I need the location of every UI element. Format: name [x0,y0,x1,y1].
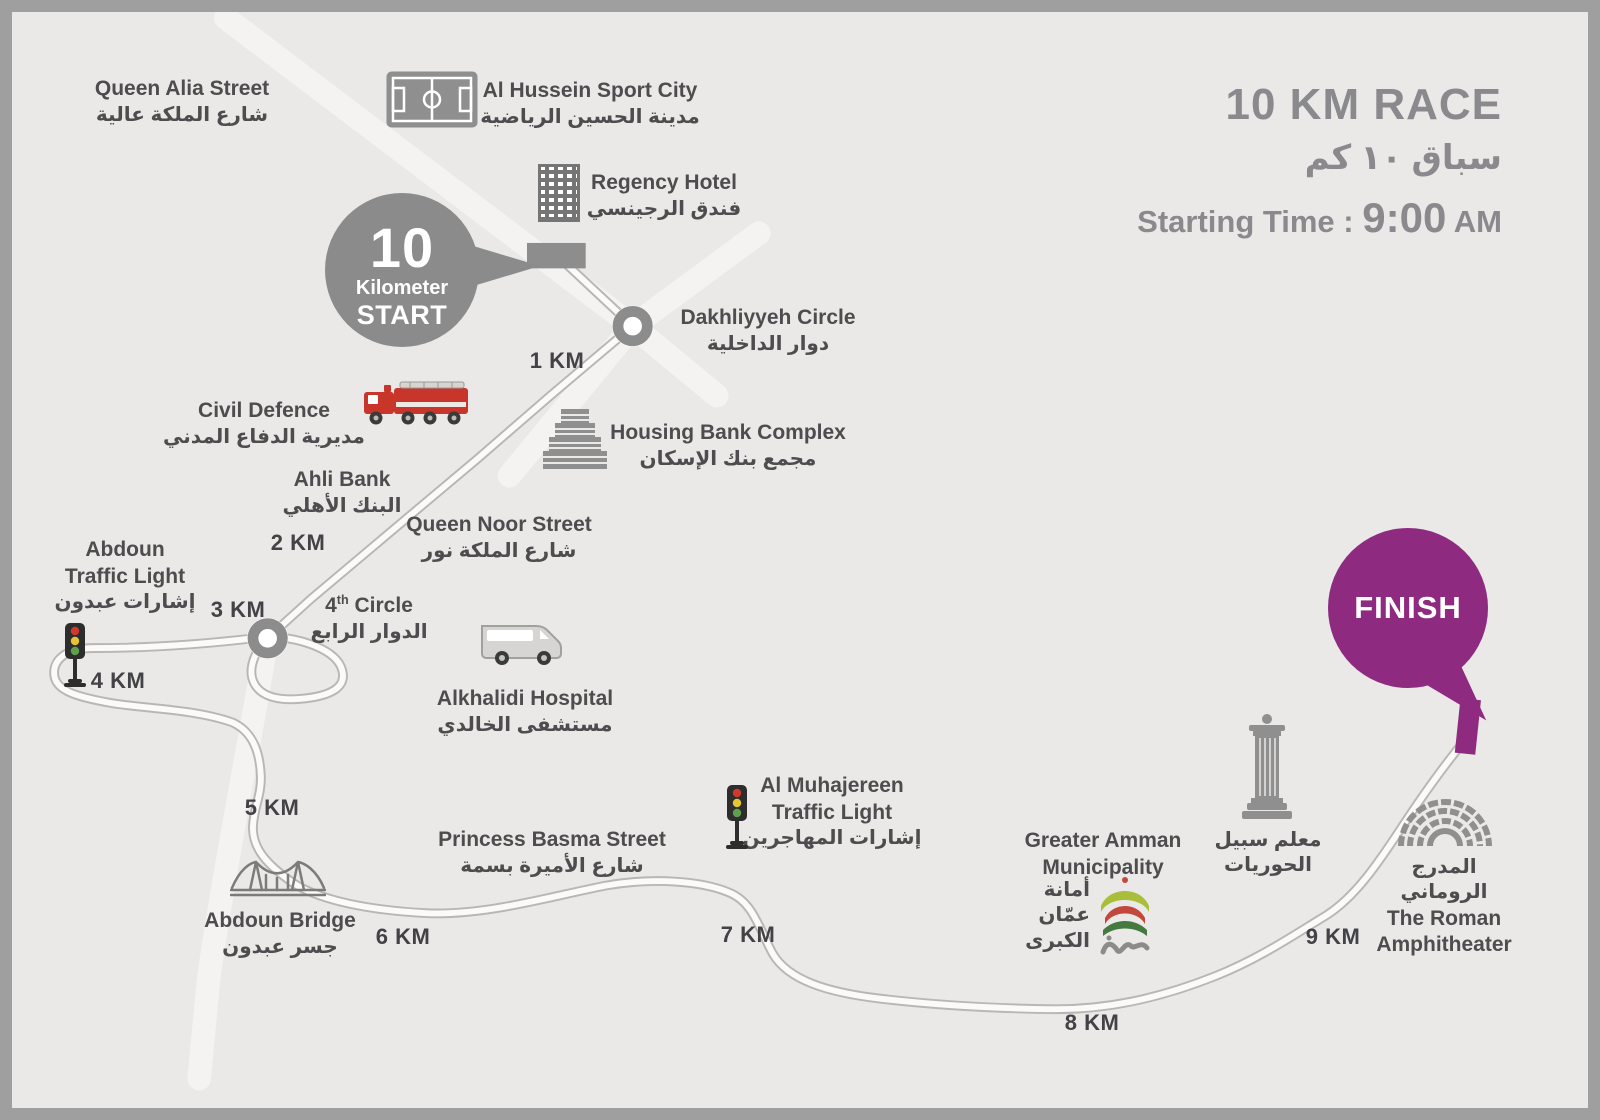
landmark-regency-hotel: Regency Hotel فندق الرجينسي [587,170,741,222]
start-unit: Kilometer [355,277,449,299]
label-ar: شارع الأميرة بسمة [460,854,644,877]
label-ar: إشارات المهاجرين [742,827,922,850]
race-title-block: 10 KM RACE سباق ١٠ كم Starting Time : 9:… [1137,80,1502,242]
traffic-light-icon [726,785,748,849]
start-label: START [356,300,448,330]
hotel-icon [538,164,580,222]
label-en: Ahli Bank [293,468,391,491]
landmark-alkhalidi-hospital: Alkhalidi Hospital مستشفى الخالدي [437,686,613,738]
finish-line-strip [1454,698,1481,755]
label-en: Queen Alia Street [94,77,270,100]
label-ar: الحوريات [1224,854,1312,877]
starting-time-suffix: AM [1453,204,1502,239]
label-ar: البنك الأهلي [282,494,402,517]
soccer-field-icon [386,71,478,128]
label-en: Traffic Light [771,800,893,824]
start-distance: 10 [369,216,435,279]
landmark-roman-amphitheater: المدرج الروماني The Roman Amphitheater [1376,855,1511,959]
landmark-fourth-circle: 4th Circle الدوار الرابع [310,593,427,645]
starting-time-label: Starting Time : [1137,204,1354,239]
label-ar: عمّان [1038,904,1090,927]
start-marker: 10 Kilometer START [325,193,479,347]
landmark-housing-bank: Housing Bank Complex مجمع بنك الإسكان [610,420,846,472]
housing-bank-building-icon [543,409,607,469]
label-ar: الدوار الرابع [310,620,428,643]
hospital-van-icon [481,625,562,665]
label-ar: الكبرى [1025,929,1090,952]
label-en: 4th Circle [325,593,413,617]
amphitheater-icon [1398,799,1492,847]
km-marker-4: 4 KM [90,668,146,693]
label-ar: فندق الرجينسي [586,197,742,220]
landmark-municipality: Greater Amman Municipality [1025,828,1182,881]
label-ar: مديرية الدفاع المدني [163,425,365,448]
label-en: Greater Amman [1024,829,1182,852]
landmark-abdoun-bridge: Abdoun Bridge جسر عبدون [204,908,356,960]
landmark-sport-city: Al Hussein Sport City مدينة الحسين الريا… [480,78,700,130]
landmark-civil-defence: Civil Defence مديرية الدفاع المدني [163,398,365,450]
label-en: Civil Defence [198,399,330,422]
fire-truck-icon [364,381,468,425]
landmark-muhajereen-traffic-light: Al Muhajereen Traffic Light إشارات المها… [743,773,922,852]
label-en: Regency Hotel [591,171,737,194]
km-marker-9: 9 KM [1305,924,1361,949]
label-ar: أمانة [1043,879,1090,901]
roman-column-icon [1242,714,1292,819]
landmark-ahli-bank: Ahli Bank البنك الأهلي [283,467,402,519]
label-en: Abdoun [85,538,165,561]
landmark-abdoun-traffic-light: Abdoun Traffic Light إشارات عبدون [55,537,196,616]
label-en: Housing Bank Complex [610,421,846,444]
route-map-canvas [49,12,1481,1091]
label-en: Al Muhajereen [760,774,904,797]
label-ar: الروماني [1400,881,1488,904]
roundabout-icon [612,305,654,347]
label-ar: دوار الداخلية [706,332,830,355]
km-marker-6: 6 KM [375,924,431,949]
landmark-nymphaeum: معلم سبيل الحوريات [1215,828,1322,879]
finish-marker: FINISH [1328,528,1488,688]
label-en: Queen Noor Street [406,513,592,536]
label-en: Municipality [1042,855,1164,879]
label-en: Dakhliyyeh Circle [680,306,856,329]
km-marker-1: 1 KM [529,348,585,373]
finish-label: FINISH [1354,590,1462,625]
label-en: The Roman [1386,906,1502,930]
traffic-light-icon [64,623,86,687]
race-title-arabic: سباق ١٠ كم [1304,139,1502,177]
roundabout-icon [247,617,289,659]
label-ar: مستشفى الخالدي [437,713,613,736]
label-ar: المدرج [1411,856,1477,878]
label-en: Amphitheater [1376,933,1512,957]
landmark-princess-basma-street: Princess Basma Street شارع الأميرة بسمة [438,827,666,879]
label-en: Traffic Light [64,564,186,588]
label-ar: إشارات عبدون [54,591,196,614]
landmark-dakhliyyeh-circle: Dakhliyyeh Circle دوار الداخلية [680,305,855,357]
label-ar: شارع الملكة عالية [95,103,269,126]
label-ar: معلم سبيل [1214,829,1322,851]
label-ar: جسر عبدون [222,935,338,958]
label-ar: مدينة الحسين الرياضية [480,105,700,128]
municipality-logo [1100,877,1150,955]
label-en: Princess Basma Street [438,828,666,851]
landmark-queen-noor-street: Queen Noor Street شارع الملكة نور [406,512,592,564]
race-route [49,250,1474,1015]
municipality-logo-arabic: أمانة عمّان الكبرى [1020,878,1090,954]
km-marker-3: 3 KM [210,597,266,622]
km-marker-7: 7 KM [720,922,776,947]
starting-time: Starting Time : 9:00 AM [1137,194,1502,242]
landmark-queen-alia-street: Queen Alia Street شارع الملكة عالية [95,76,269,128]
label-ar: شارع الملكة نور [421,539,577,562]
km-marker-2: 2 KM [270,530,326,555]
label-en: Al Hussein Sport City [482,79,698,102]
starting-time-value: 9:00 [1362,194,1447,241]
label-ar: مجمع بنك الإسكان [639,447,817,470]
suspension-bridge-icon [230,860,326,897]
label-en: Alkhalidi Hospital [436,687,614,710]
race-title: 10 KM RACE [1225,80,1502,129]
km-marker-8: 8 KM [1064,1010,1120,1035]
km-marker-5: 5 KM [244,795,300,820]
label-en: Abdoun Bridge [204,909,356,932]
